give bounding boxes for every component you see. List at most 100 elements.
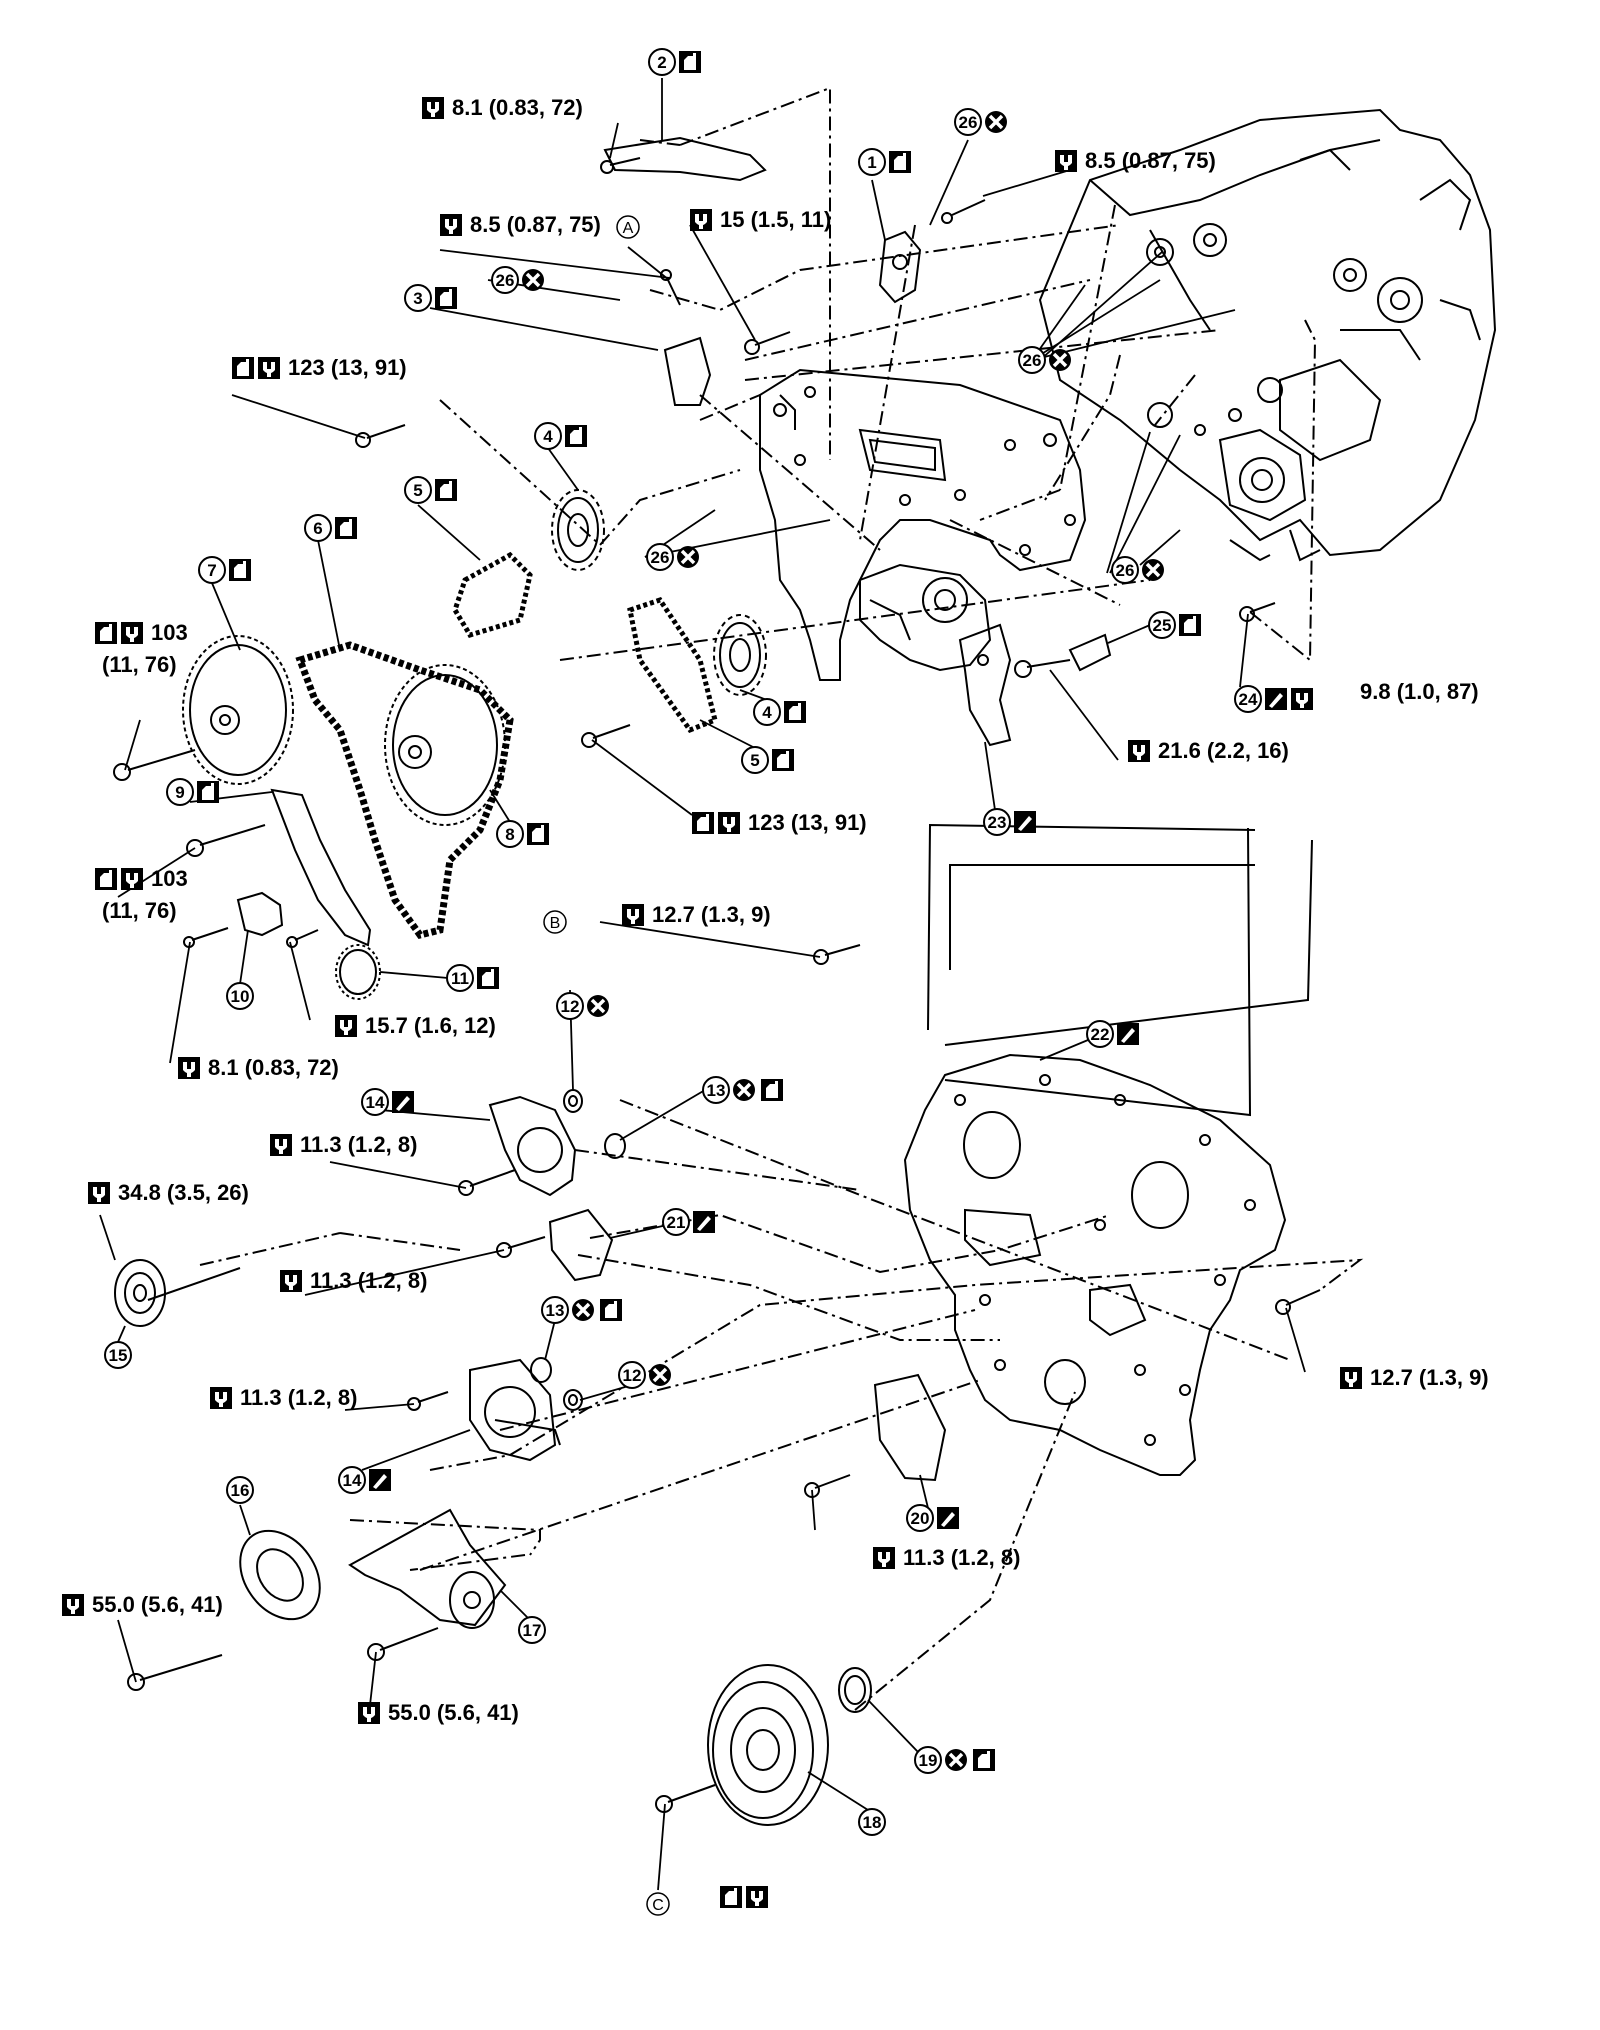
- torque-value: 8.5 (0.87, 75): [470, 212, 601, 237]
- part-callout-8: 8: [496, 820, 549, 848]
- do-not-reuse-icon: [1049, 349, 1071, 371]
- bracket-17-illustration: [348, 1508, 507, 1629]
- torque-value: 11.3 (1.2, 8): [310, 1268, 427, 1293]
- tightening-torque-icon: [88, 1182, 110, 1204]
- part-number: 21: [667, 1213, 686, 1232]
- torque-value: 15.7 (1.6, 12): [365, 1013, 496, 1038]
- part-number-circle: [491, 266, 519, 294]
- tightening-torque-icon: [1340, 1367, 1362, 1389]
- part-callout-18: 18: [858, 1808, 886, 1836]
- part-number: 16: [231, 1481, 250, 1500]
- tightening-torque-icon: [121, 622, 143, 644]
- alignment-dash-lines: [199, 86, 1364, 1711]
- do-not-reuse-icon: [1142, 559, 1164, 581]
- engine-oil-icon: [477, 967, 499, 989]
- part-callout-26: 26: [491, 266, 544, 294]
- torque-value: 15 (1.5, 11): [720, 207, 831, 232]
- part-number: 26: [959, 113, 978, 132]
- part-callout-3: 3: [404, 284, 457, 312]
- liquid-gasket-icon: [369, 1469, 391, 1491]
- torque-value: (11, 76): [102, 652, 177, 677]
- torque-spec-label: 103: [95, 620, 188, 645]
- part-number-circle: [1148, 611, 1176, 639]
- torque-value: 11.3 (1.2, 8): [240, 1385, 357, 1410]
- torque-spec-label: [720, 1886, 768, 1908]
- liquid-gasket-icon: [392, 1091, 414, 1113]
- tightening-torque-icon: [210, 1387, 232, 1409]
- callout-labels: 1234455678910111212131314141516171819202…: [62, 48, 1489, 1916]
- part-callout-12: 12: [556, 992, 609, 1020]
- tightening-torque-icon: [440, 214, 462, 236]
- torque-spec-label: (11, 76): [102, 652, 177, 677]
- part-callout-26: 26: [1111, 556, 1164, 584]
- front-oil-seal-19-illustration: [838, 1667, 872, 1713]
- crankshaft-pulley-18-illustration: [707, 1664, 829, 1826]
- part-number-circle: [1234, 685, 1262, 713]
- reference-letter-B: B: [543, 910, 567, 934]
- part-number: 12: [561, 997, 580, 1016]
- engine-oil-icon: [95, 868, 117, 890]
- torque-spec-label: 8.5 (0.87, 75): [1055, 148, 1216, 173]
- torque-spec-label: 123 (13, 91): [232, 355, 407, 380]
- part-number-circle: [702, 1076, 730, 1104]
- torque-spec-label: 15 (1.5, 11): [690, 207, 831, 232]
- tensioner-pulley-16-illustration: [239, 1529, 321, 1621]
- part-number-circle: [518, 1616, 546, 1644]
- part-number: 13: [546, 1301, 565, 1320]
- part-number: 23: [988, 813, 1007, 832]
- part-callout-2: 2: [648, 48, 701, 76]
- part-callout-21: 21: [662, 1208, 715, 1236]
- part-number-circle: [496, 820, 524, 848]
- idler-pulley-15-illustration: [114, 1259, 166, 1327]
- gasket-21-illustration: [548, 1208, 614, 1282]
- part-callout-23: 23: [983, 808, 1036, 836]
- part-number: 10: [231, 987, 250, 1006]
- tightening-torque-icon: [690, 209, 712, 231]
- part-number-circle: [198, 556, 226, 584]
- cover-14-lower-illustration: [469, 1358, 561, 1462]
- engine-block-illustration: [1038, 108, 1497, 562]
- part-callout-19: 19: [914, 1746, 995, 1774]
- part-25-illustration: [1068, 633, 1112, 672]
- tightening-torque-icon: [422, 97, 444, 119]
- part-number-circle: [534, 422, 562, 450]
- tightening-torque-icon: [622, 904, 644, 926]
- part-number: 25: [1153, 616, 1172, 635]
- tightening-torque-icon: [718, 812, 740, 834]
- lower-front-cover-22-illustration: [903, 1053, 1287, 1476]
- reference-letter-C: C: [646, 1892, 670, 1916]
- engine-oil-icon: [761, 1079, 783, 1101]
- tensioner-1-illustration: [878, 230, 922, 304]
- part-callout-12: 12: [618, 1361, 671, 1389]
- part-number: 2: [657, 53, 666, 72]
- part-number: 6: [313, 519, 322, 538]
- engine-oil-icon: [197, 781, 219, 803]
- part-number: 19: [919, 1751, 938, 1770]
- part-number: 24: [1239, 690, 1258, 709]
- torque-value: 11.3 (1.2, 8): [903, 1545, 1020, 1570]
- torque-spec-label: 103: [95, 866, 188, 891]
- part-callout-4: 4: [534, 422, 587, 450]
- liquid-gasket-icon: [1265, 688, 1287, 710]
- part-number: 14: [366, 1093, 385, 1112]
- part-number-circle: [556, 992, 584, 1020]
- part-number: 1: [867, 153, 876, 172]
- tightening-torque-icon: [62, 1594, 84, 1616]
- part-callout-14: 14: [338, 1466, 391, 1494]
- engine-oil-icon: [95, 622, 117, 644]
- part-number-circle: [618, 1361, 646, 1389]
- torque-value: 8.1 (0.83, 72): [452, 95, 583, 120]
- do-not-reuse-icon: [733, 1079, 755, 1101]
- camshaft-sprocket-7-illustration: [182, 635, 294, 785]
- camshaft-sprocket-illustration: [551, 489, 767, 696]
- torque-spec-label: 123 (13, 91): [692, 810, 867, 835]
- torque-value: 123 (13, 91): [748, 810, 867, 835]
- tightening-torque-icon: [746, 1886, 768, 1908]
- do-not-reuse-icon: [572, 1299, 594, 1321]
- part-number-circle: [404, 284, 432, 312]
- torque-spec-label: 11.3 (1.2, 8): [210, 1385, 357, 1410]
- chain-guide-9-illustration: [270, 788, 372, 947]
- part-number: 5: [413, 481, 422, 500]
- part-number: 7: [207, 561, 216, 580]
